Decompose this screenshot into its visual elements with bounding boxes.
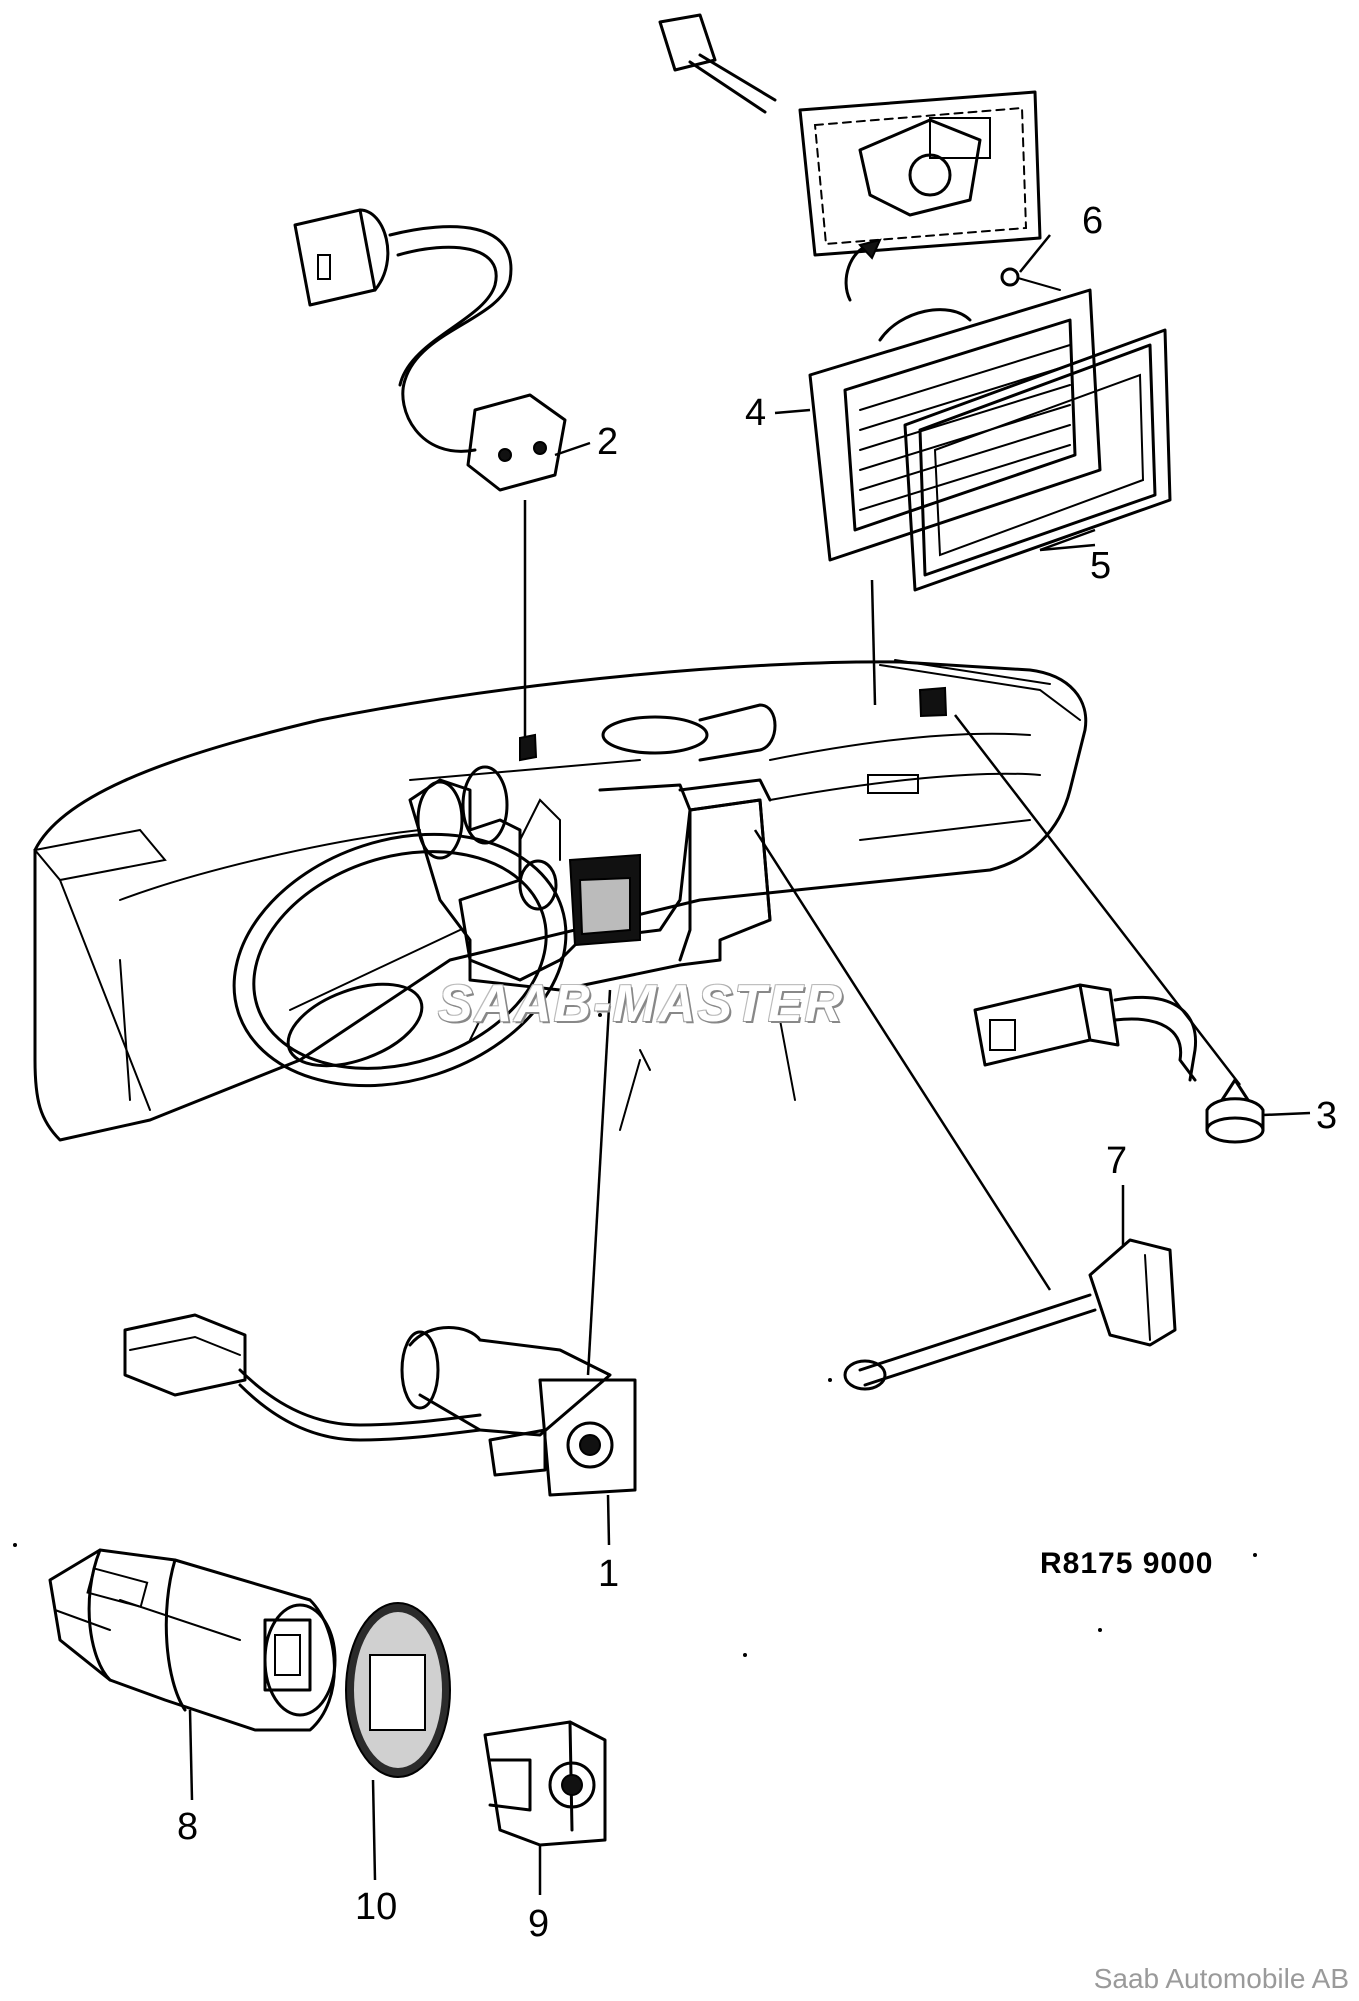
dashboard	[33, 659, 1088, 1142]
part-2-sensor	[293, 208, 567, 492]
callout-8: 8	[177, 1806, 199, 1848]
scan-dots	[13, 1013, 1257, 1657]
copyright-footer: Saab Automobile AB	[1093, 1963, 1349, 1994]
part-4-fan-housing	[808, 288, 1102, 562]
callout-2: 2	[597, 421, 619, 463]
callout-10: 10	[355, 1886, 398, 1928]
part-1-socket	[123, 1313, 637, 1497]
callout-1: 1	[598, 1553, 620, 1595]
callout-5: 5	[1090, 545, 1112, 587]
leader-lines	[188, 234, 1311, 1895]
callout-4: 4	[745, 392, 767, 434]
part-6-screw	[1000, 267, 1061, 291]
callout-3: 3	[1316, 1095, 1338, 1137]
callout-7: 7	[1106, 1140, 1128, 1182]
part-5-frame	[903, 328, 1172, 592]
callout-9: 9	[528, 1903, 550, 1945]
part-7-switch	[843, 1238, 1177, 1391]
part-3-sensor	[973, 983, 1265, 1144]
part-8-lighter-body	[48, 1548, 337, 1732]
watermark-text: SAAB-MASTER	[438, 975, 845, 1033]
fan-motor-detail	[658, 13, 1042, 302]
part-10-gasket	[345, 1602, 451, 1778]
callout-6: 6	[1082, 200, 1104, 242]
part-9-bezel	[483, 1720, 607, 1847]
reference-code: R8175 9000	[1040, 1547, 1214, 1580]
